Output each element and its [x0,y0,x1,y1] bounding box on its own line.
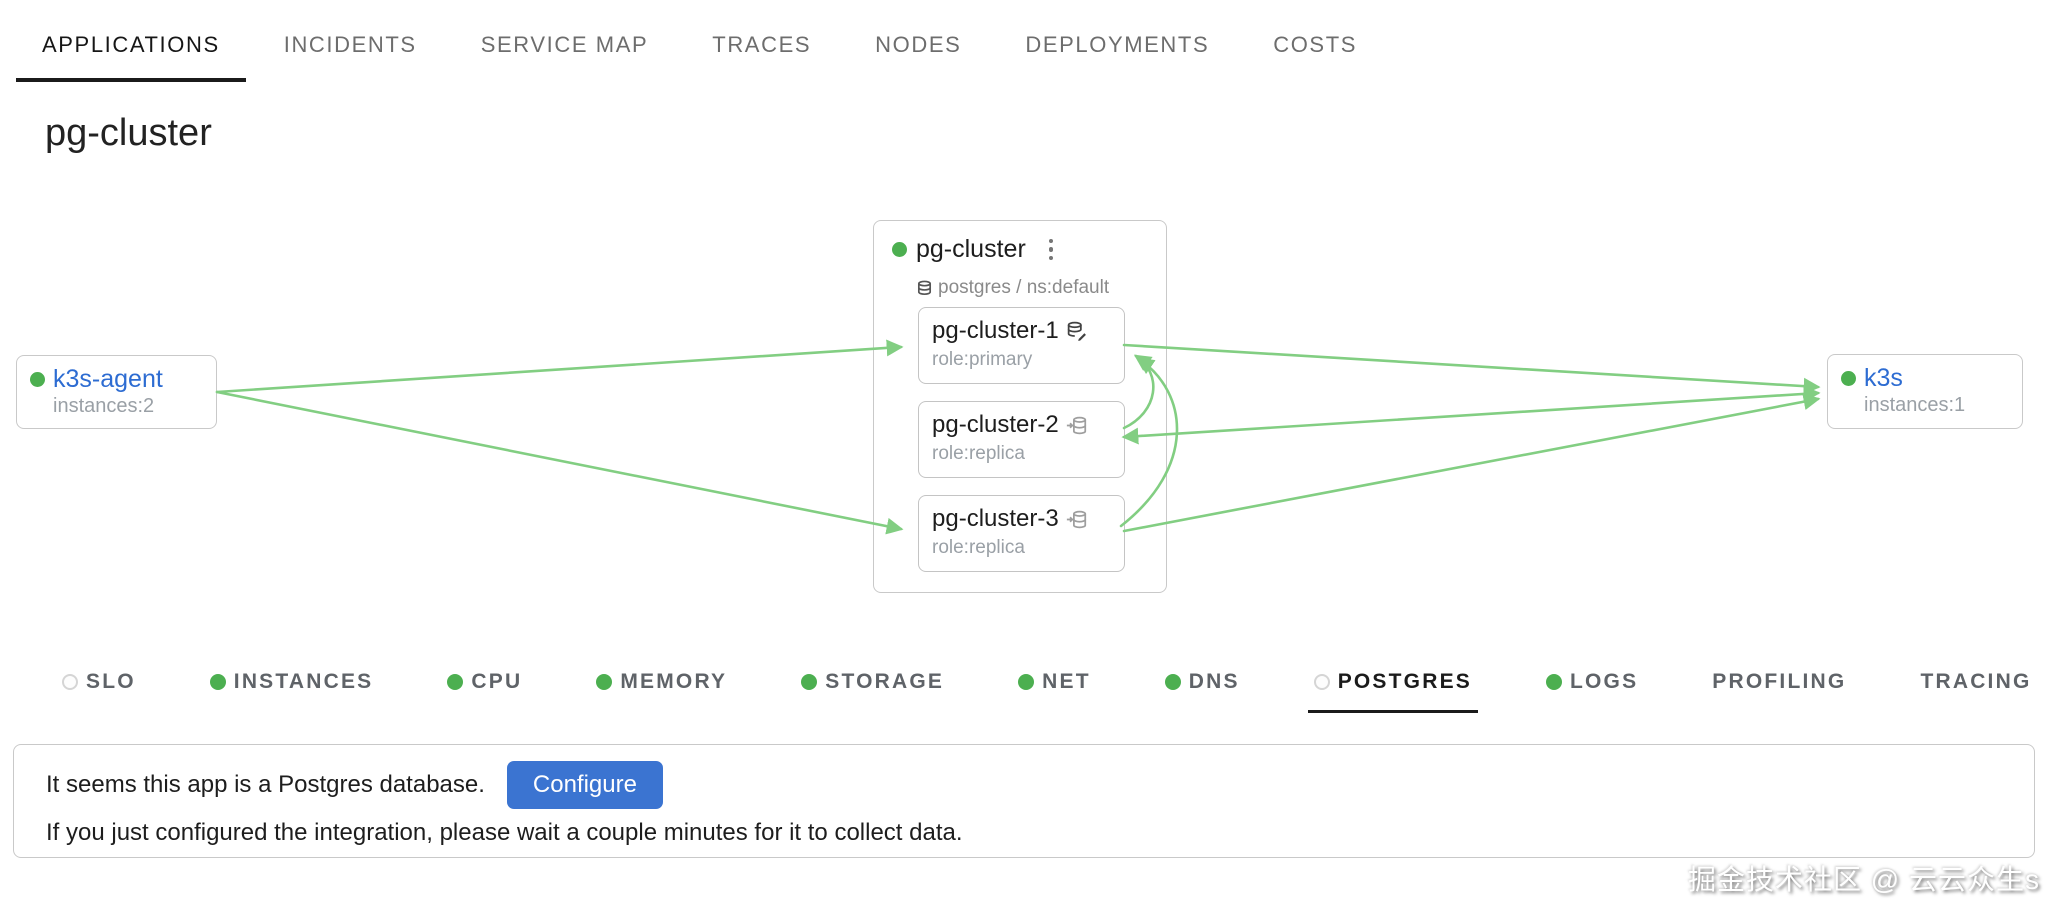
status-dot-icon [1841,371,1856,386]
database-replica-icon [1066,510,1086,528]
banner-message-line1: It seems this app is a Postgres database… [46,771,485,798]
report-tab-storage[interactable]: STORAGE [795,652,950,710]
report-tab-postgres[interactable]: POSTGRES [1307,652,1478,713]
report-tab-tracing[interactable]: TRACING [1920,670,2032,693]
report-tab-instances[interactable]: INSTANCES [204,652,380,710]
banner-message-line2: If you just configured the integration, … [46,819,963,846]
report-tab-memory[interactable]: MEMORY [590,652,733,710]
status-dot-icon [30,372,45,387]
instance-card-pg-cluster-1: pg-cluster-1 role:primary [918,307,1125,384]
instance-name: pg-cluster-1 [932,317,1059,344]
map-node-k3s: k3s instances:1 [1827,354,2023,429]
postgres-integration-banner: It seems this app is a Postgres database… [13,744,2035,858]
cpu-indicator-icon [447,674,464,690]
report-tabs: SLO INSTANCES CPU MEMORY STORAGE NET DNS… [0,652,2048,713]
report-tab-profiling[interactable]: PROFILING [1712,670,1847,693]
net-indicator-icon [1018,674,1035,690]
instance-role: role:replica [932,443,1025,464]
status-dot-icon [892,242,907,257]
tab-costs[interactable]: COSTS [1273,32,1358,57]
report-tab-net[interactable]: NET [1012,652,1097,710]
instance-role: role:primary [932,349,1033,370]
tab-service-map[interactable]: SERVICE MAP [480,32,649,57]
k3s-link[interactable]: k3s [1864,364,1903,392]
page-title: pg-cluster [45,112,212,154]
watermark: 掘金技术社区 @ 云云众生s [1688,864,2040,895]
app-name: pg-cluster [916,235,1026,263]
map-node-k3s-agent: k3s-agent instances:2 [16,355,217,429]
dns-indicator-icon [1164,674,1181,690]
tab-deployments[interactable]: DEPLOYMENTS [1025,32,1210,57]
k3s-agent-instances: instances:2 [53,395,155,417]
tab-nodes[interactable]: NODES [875,32,962,57]
app-subtitle: postgres / ns:default [938,277,1110,298]
database-edit-icon [1067,321,1086,341]
instance-name: pg-cluster-3 [932,505,1059,532]
memory-indicator-icon [596,674,613,690]
slo-indicator-icon [62,674,78,690]
database-icon [917,280,932,295]
logs-indicator-icon [1545,674,1562,690]
instance-name: pg-cluster-2 [932,411,1059,438]
instance-role: role:replica [932,537,1025,558]
k3s-instances: instances:1 [1864,394,1966,416]
storage-indicator-icon [801,674,818,690]
tab-incidents[interactable]: INCIDENTS [283,32,417,57]
report-tab-dns[interactable]: DNS [1159,652,1246,710]
top-navigation: APPLICATIONS INCIDENTS SERVICE MAP TRACE… [16,16,1383,82]
report-tab-slo[interactable]: SLO [56,652,142,710]
tab-applications[interactable]: APPLICATIONS [16,16,246,82]
postgres-indicator-icon [1313,674,1330,690]
configure-button[interactable]: Configure [506,761,663,809]
kebab-menu-icon[interactable] [1047,237,1056,263]
report-tab-cpu[interactable]: CPU [441,652,528,710]
database-replica-icon [1066,416,1086,434]
instances-indicator-icon [209,674,226,690]
instance-card-pg-cluster-3: pg-cluster-3 role:replica [918,495,1125,572]
app-box-pg-cluster: pg-cluster postgres / ns:default pg-clus… [873,220,1167,593]
k3s-agent-link[interactable]: k3s-agent [53,365,163,393]
tab-traces[interactable]: TRACES [712,32,812,57]
report-tab-logs[interactable]: LOGS [1540,652,1644,710]
instance-card-pg-cluster-2: pg-cluster-2 role:replica [918,401,1125,478]
